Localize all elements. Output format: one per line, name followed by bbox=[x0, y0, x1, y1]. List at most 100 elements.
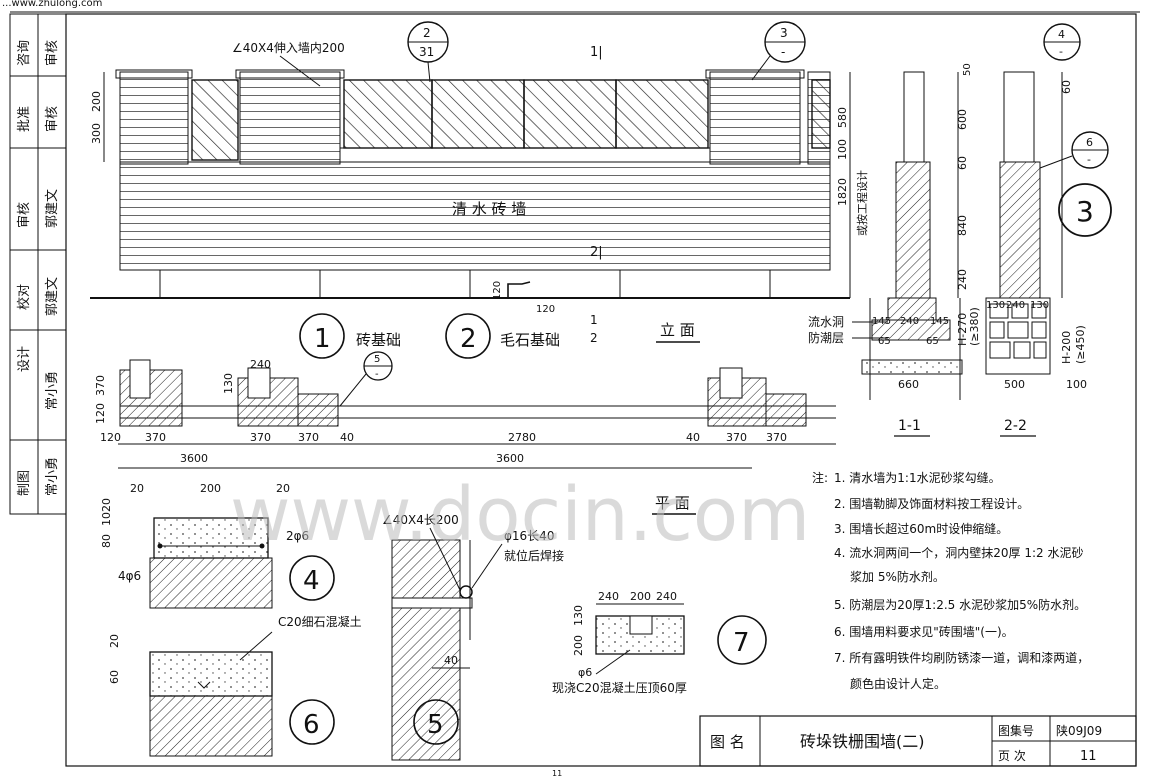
title-block: 图 名 砖垛铁栅围墙(二) 图集号 陕09J09 页 次 11 bbox=[699, 715, 1137, 767]
plan-dim-total-1: 3600 bbox=[496, 452, 524, 465]
fence-panel-small bbox=[191, 79, 239, 161]
wall-label: 清 水 砖 墙 bbox=[452, 200, 526, 218]
side-sign-3: 郭建文 bbox=[44, 189, 60, 228]
note-4: 4. 流水洞两间一个，洞内壁抹20厚 1:2 水泥砂 bbox=[834, 545, 1083, 560]
title-label-page: 页 次 bbox=[998, 749, 1026, 763]
plan-cut-2: 2 bbox=[590, 331, 598, 345]
s1-dim-2: 840 bbox=[956, 215, 969, 236]
plan-dim-0: 120 bbox=[100, 431, 121, 444]
s2-dim-2: 130 bbox=[986, 300, 1005, 311]
side-role-2: 校对 bbox=[16, 284, 32, 310]
s2-dim-3: 240 bbox=[1006, 300, 1025, 311]
detail-6-num: 6 bbox=[303, 710, 320, 740]
page-number-bottom: 11 bbox=[552, 769, 562, 778]
s1-dim-10: 660 bbox=[898, 378, 919, 391]
d6-dim-0: 20 bbox=[108, 634, 121, 648]
side-sign-2: 郭建文 bbox=[44, 277, 60, 316]
plan-side-dim-2: 130 bbox=[222, 373, 235, 394]
d7-dim-0: 240 bbox=[598, 590, 619, 603]
plan-side-dim-0: 370 bbox=[94, 375, 107, 396]
elevation-title: 立 面 bbox=[660, 321, 695, 339]
plan-dim-4: 40 bbox=[340, 431, 354, 444]
s1-dim-12: 240 bbox=[900, 316, 919, 327]
d4-dim-4: 10 bbox=[100, 512, 113, 526]
d4-bar-1: 2φ6 bbox=[286, 529, 309, 543]
plan-dim-total-0: 3600 bbox=[180, 452, 208, 465]
foundation-1-label: 砖基础 bbox=[356, 331, 401, 349]
side-panel: 制图 常小勇 设计 常小勇 校对 郭建文 审核 郭建文 批准 审核 咨询 审核 bbox=[9, 13, 67, 515]
fence-panel-2 bbox=[431, 79, 525, 149]
fence-panel-right bbox=[811, 79, 831, 149]
atlas-number: 陕09J09 bbox=[1056, 723, 1102, 738]
plan-dim-7: 370 bbox=[726, 431, 747, 444]
side-role-4: 批准 bbox=[17, 106, 32, 132]
note-4b: 浆加 5%防水剂。 bbox=[850, 569, 945, 584]
cut-2-bottom: 2| bbox=[590, 245, 603, 260]
s1-dim-6: (≥380) bbox=[968, 307, 981, 346]
side-role-3: 审核 bbox=[17, 202, 32, 228]
s1-dim-0: 600 bbox=[956, 109, 969, 130]
elev-dim-right-2: 1820 bbox=[836, 178, 849, 206]
sections: 600 60 840 240 H-270 (≥380) 660 145 240 … bbox=[808, 23, 1112, 437]
callout-4-sub: - bbox=[1059, 45, 1063, 58]
plan-title: 平 面 bbox=[655, 494, 690, 512]
note-3: 3. 围墙长超过60m时设伸缩缝。 bbox=[834, 521, 1008, 536]
side-sign-4: 审核 bbox=[45, 106, 60, 132]
detail-7-num: 7 bbox=[733, 628, 750, 658]
foundation-2-label: 毛石基础 bbox=[500, 331, 560, 349]
pier-2 bbox=[239, 71, 341, 165]
notes-head: 注: bbox=[812, 470, 828, 485]
plan-dim-2: 370 bbox=[250, 431, 271, 444]
label-drain-hole: 流水洞 bbox=[808, 315, 844, 329]
callout-6: 6 bbox=[1086, 136, 1093, 149]
d7-bar: φ6 bbox=[578, 666, 592, 679]
notes-block: 注: 1. 清水墙为1:1水泥砂浆勾缝。 2. 围墙勒脚及饰面材料按工程设计。 … bbox=[812, 470, 1089, 691]
detail-7: 240 200 240 130 200 φ6 现浇C20混凝土压顶60厚 7 bbox=[552, 590, 767, 695]
section-3-num: 3 bbox=[1076, 195, 1094, 228]
plan-side-dim-3: 240 bbox=[250, 358, 271, 371]
note-5: 5. 防潮层为20厚1:2.5 水泥砂浆加5%防水剂。 bbox=[834, 597, 1086, 612]
d4-dim-2: 20 bbox=[276, 482, 290, 495]
title-label-atlas: 图集号 bbox=[998, 723, 1034, 738]
plan-dim-8: 370 bbox=[766, 431, 787, 444]
s2-dim-6: (≥450) bbox=[1074, 325, 1087, 364]
plan-view: 120 370 370 370 40 2780 40 370 370 3600 … bbox=[94, 351, 836, 515]
fence-panel-3 bbox=[523, 79, 617, 149]
callout-2: 2 bbox=[423, 26, 431, 40]
detail-5: ∠40X4长200 φ16长40 就位后焊接 40 5 bbox=[382, 513, 564, 761]
s1-dim-3: 240 bbox=[956, 269, 969, 290]
plan-dim-1: 370 bbox=[145, 431, 166, 444]
s2-dim-5: H-200 bbox=[1060, 331, 1073, 364]
callout-6-sub: - bbox=[1087, 153, 1091, 166]
d5-dim: 40 bbox=[444, 654, 458, 667]
side-role-5: 咨询 bbox=[17, 40, 32, 66]
elev-small-dim-1: 120 bbox=[536, 304, 555, 315]
s1-dim-14: 65 bbox=[878, 336, 891, 347]
elev-dim-left-1: 300 bbox=[90, 123, 103, 144]
page-number: 11 bbox=[1080, 749, 1097, 764]
d7-dim-4: 200 bbox=[572, 635, 585, 656]
plan-callout-5: 5 bbox=[374, 354, 380, 365]
label-damp-course: 防潮层 bbox=[808, 330, 844, 345]
section-1-1-label: 1-1 bbox=[898, 418, 921, 434]
note-7b: 颜色由设计人定。 bbox=[850, 676, 946, 691]
fence-panel-1 bbox=[343, 79, 433, 149]
d4-dim-5: 80 bbox=[100, 534, 113, 548]
d4-dim-0: 20 bbox=[130, 482, 144, 495]
side-sign-5: 审核 bbox=[45, 40, 60, 66]
detail-5-num: 5 bbox=[427, 710, 444, 740]
elev-dim-right-0: 580 bbox=[836, 107, 849, 128]
elev-dim-left-0: 200 bbox=[90, 91, 103, 112]
d4-bar-2: 4φ6 bbox=[118, 569, 141, 583]
d7-note: 现浇C20混凝土压顶60厚 bbox=[552, 680, 687, 695]
note-7: 7. 所有露明铁件均刷防锈漆一道，调和漆两道， bbox=[834, 650, 1089, 665]
title-label-name: 图 名 bbox=[710, 733, 745, 751]
note-1: 1. 清水墙为1:1水泥砂浆勾缝。 bbox=[834, 470, 1001, 485]
d6-dim-1: 60 bbox=[108, 670, 121, 684]
pier-left bbox=[119, 71, 189, 165]
detail-4-num: 4 bbox=[303, 566, 320, 596]
callout-4: 4 bbox=[1058, 28, 1065, 41]
top-url: ...www.zhulong.com bbox=[2, 0, 102, 9]
d6-note: C20细石混凝土 bbox=[278, 614, 362, 629]
